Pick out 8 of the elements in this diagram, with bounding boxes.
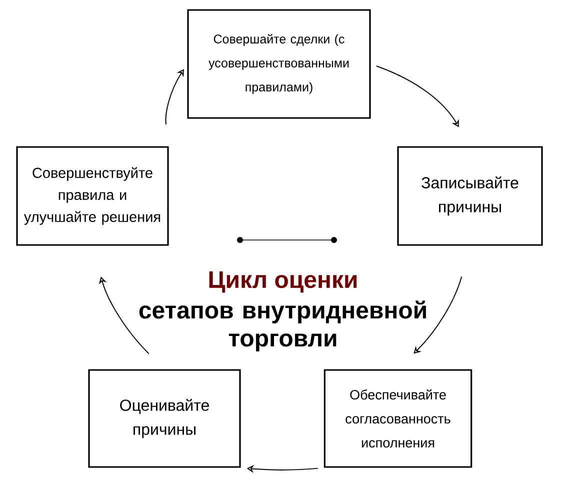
process-box: Оценивайте причины [88,369,241,468]
subtitle: сетапов внутридневной торговли [139,300,426,352]
process-box: Обеспечивайте согласованность исполнения [324,369,472,468]
process-box: Записывайте причины [397,146,543,246]
process-box: Совершайте сделки (с усовершенствованными правилами) [187,9,371,119]
title: Цикл оценки [209,271,357,293]
process-box: Совершенствуйте правила и улучшайте решения [16,146,169,246]
arrow [165,69,184,125]
